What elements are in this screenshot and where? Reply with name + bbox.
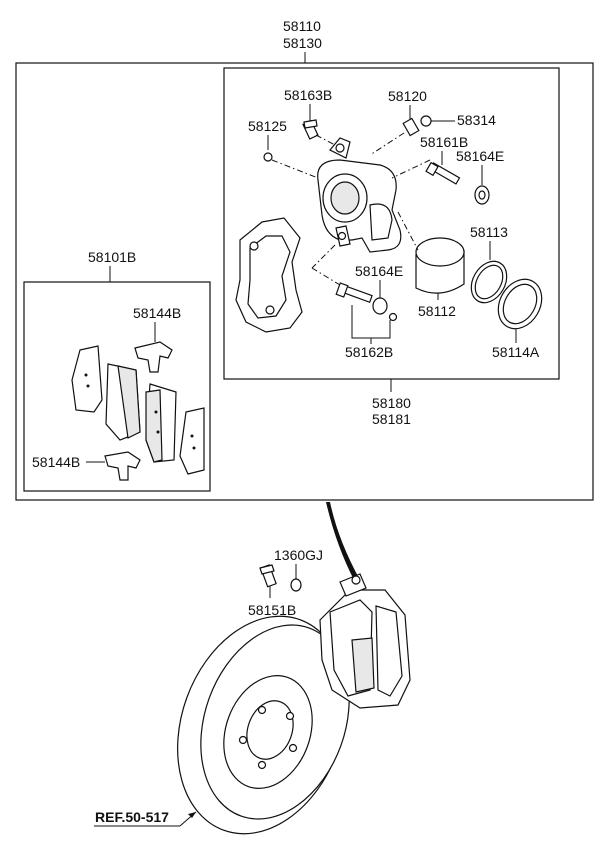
label-58114A: 58114A [492,344,540,360]
label-58125: 58125 [248,118,287,134]
washer-58125 [263,152,273,162]
brake-disc [177,615,350,835]
pad-clip-bottom [104,451,141,481]
label-58112: 58112 [418,303,456,319]
caliper-housing [317,137,402,253]
label-58144B-bottom: 58144B [32,454,80,470]
label-58161B: 58161B [420,134,468,150]
label-58314: 58314 [457,112,496,128]
label-58113: 58113 [470,224,508,240]
label-58130: 58130 [283,35,322,51]
pad-kit-box [23,281,211,492]
piston-58112 [415,237,465,294]
label-58110: 58110 [283,18,321,34]
assembled-caliper [319,573,411,709]
alignment-lines [271,132,431,286]
bleeder-screw [402,115,432,137]
washer-1360GJ [290,578,302,592]
assembly-arrow [326,502,360,580]
label-58164E-top: 58164E [456,148,504,164]
label-58163B: 58163B [284,87,332,103]
caliper-bracket [235,217,303,333]
label-58164E-mid: 58164E [355,263,403,279]
boot-58114A [497,278,543,330]
bolt-58151B [259,564,277,588]
pad-clip-top [134,341,173,373]
label-58120: 58120 [388,88,427,104]
label-ref: REF.50-517 [95,809,169,825]
label-58162B: 58162B [345,344,393,360]
brake-pads [71,345,205,475]
label-58151B: 58151B [248,602,296,618]
bolt-58163B [302,119,319,140]
label-58181: 58181 [372,411,411,427]
label-58180: 58180 [372,395,411,411]
label-58144B-top: 58144B [133,305,181,321]
ref-arrow-head [188,812,196,818]
boot-58164E-top [474,185,490,205]
label-58101B: 58101B [88,249,136,265]
guide-pin-58161B [425,161,461,185]
guide-pin-58162B [335,282,398,322]
label-1360GJ: 1360GJ [274,547,323,563]
seal-58113 [470,260,508,304]
